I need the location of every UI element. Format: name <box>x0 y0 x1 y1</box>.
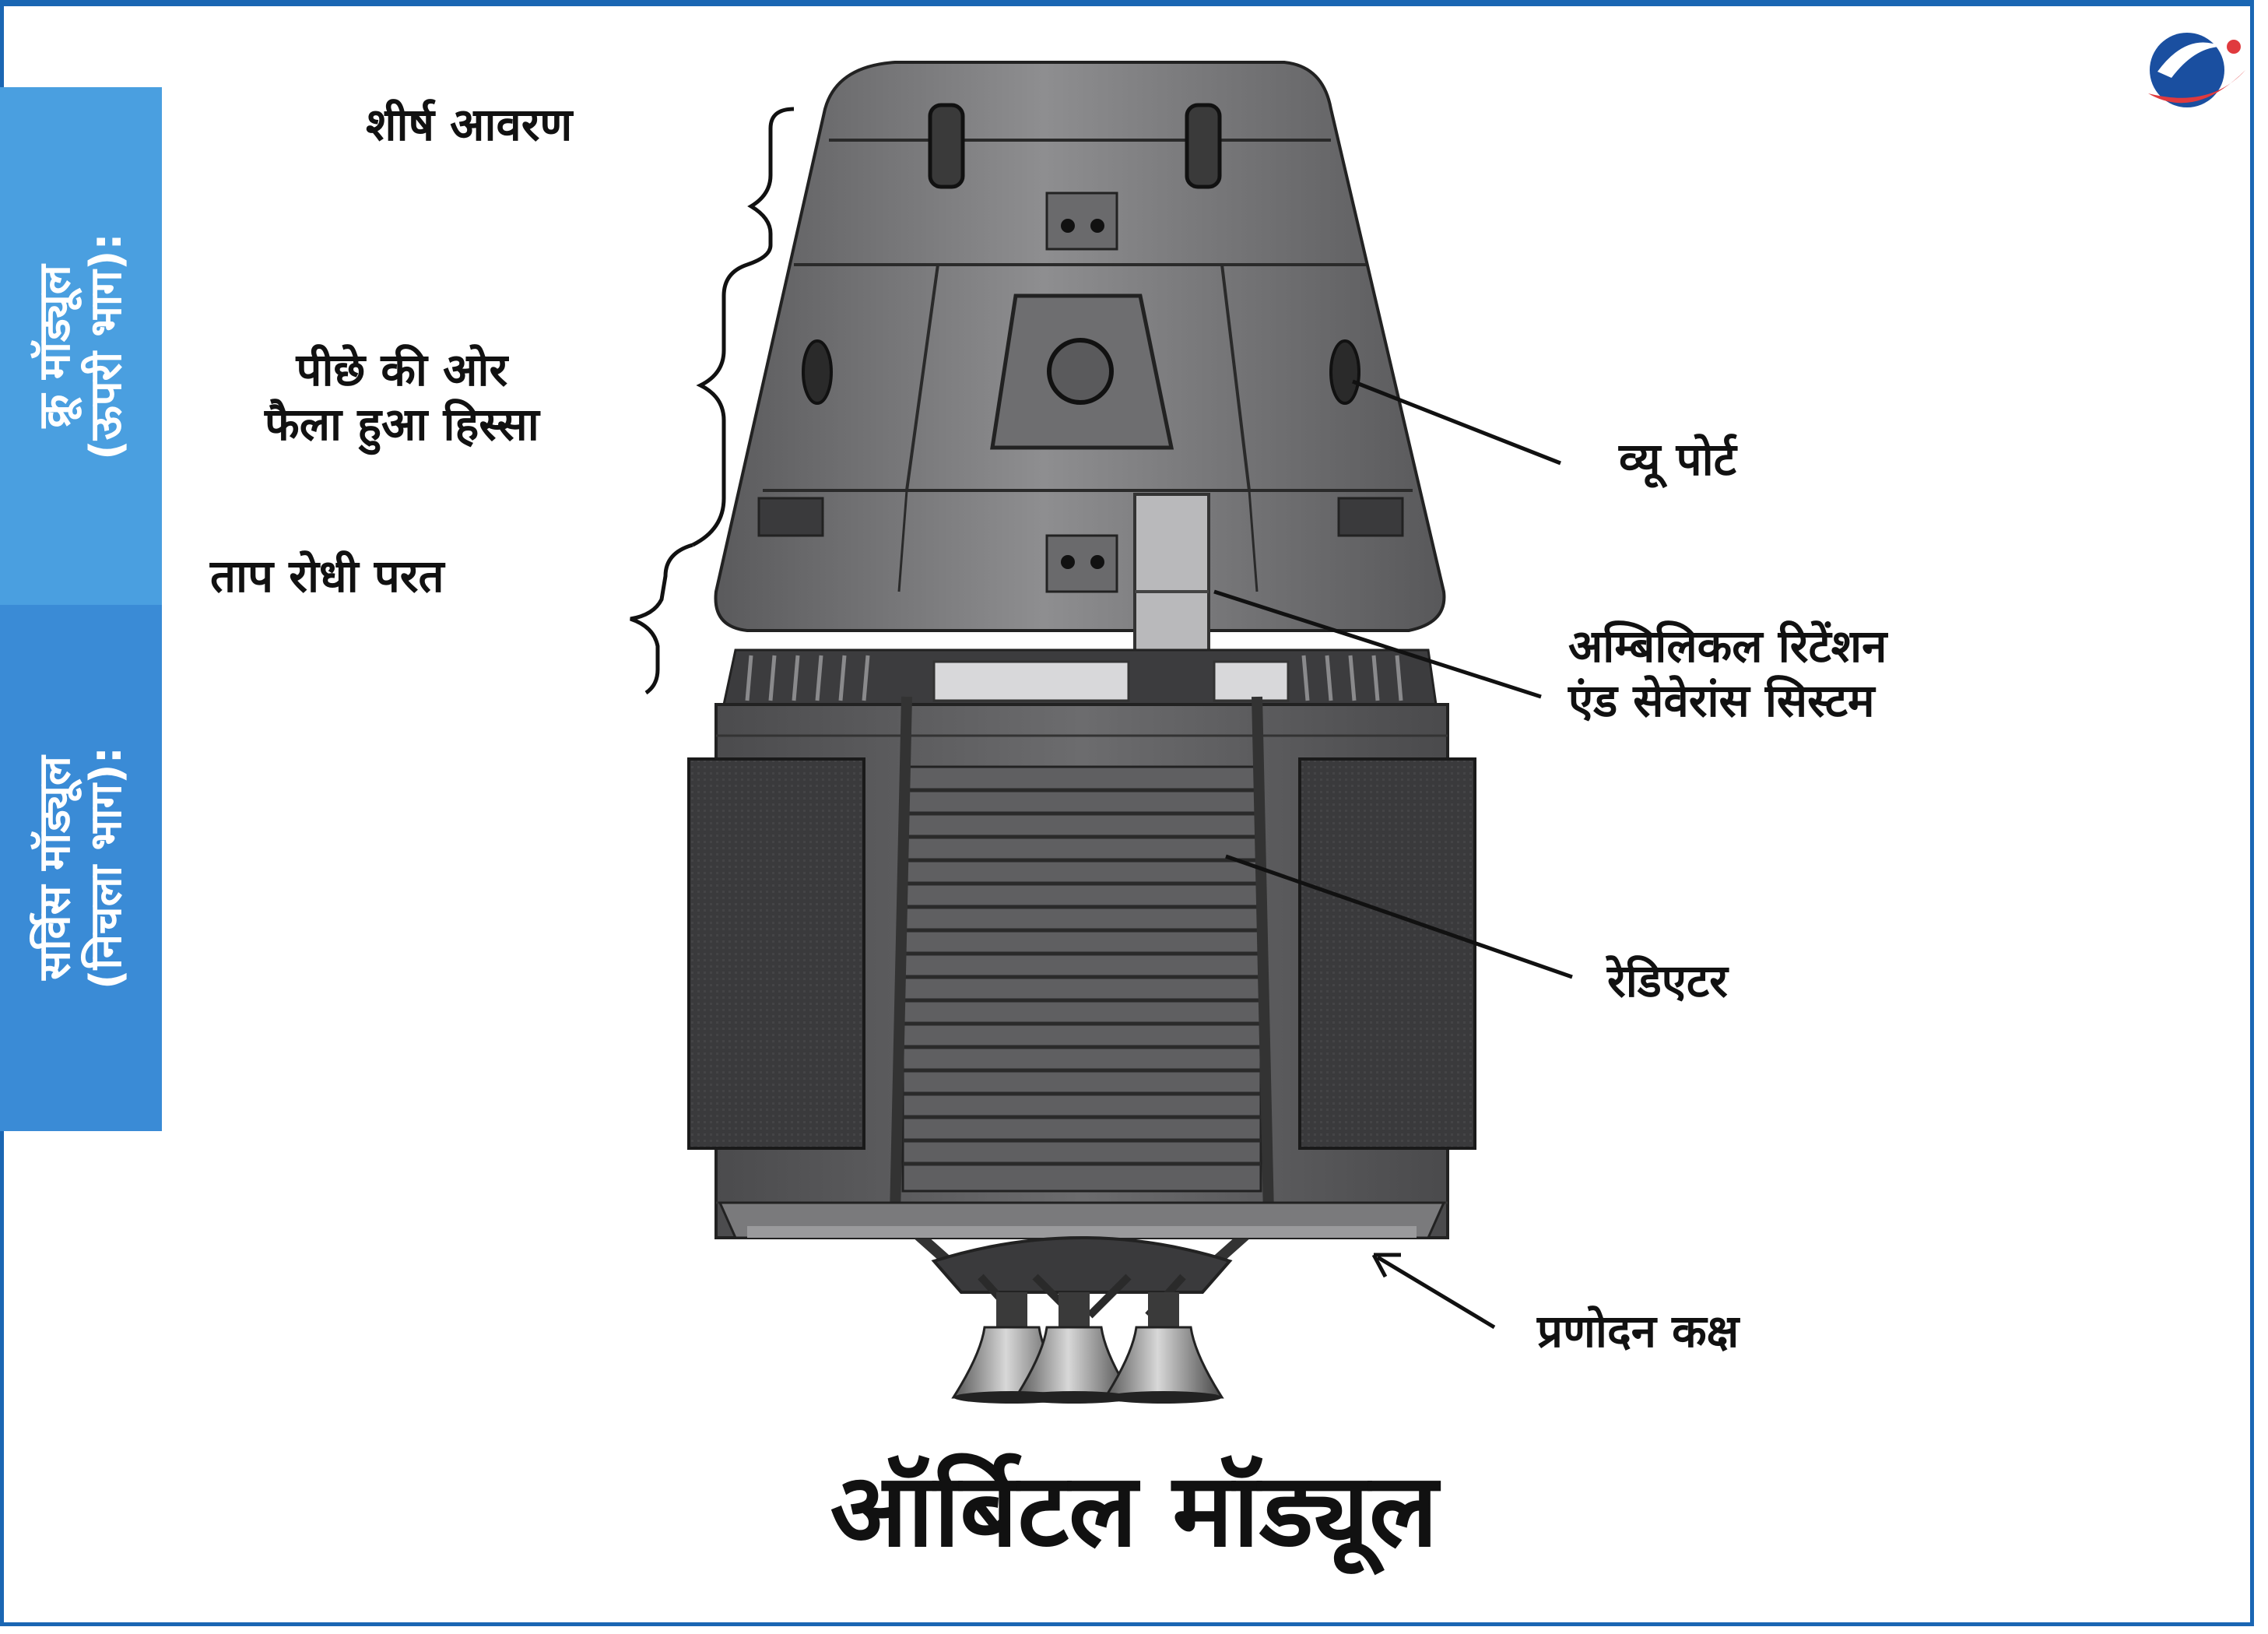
brace-back-shell <box>691 244 773 547</box>
side-panel-left <box>687 757 865 1150</box>
leader-umbilical <box>1213 589 1542 699</box>
leader-view-port <box>1352 379 1561 466</box>
brace-heat-shield <box>630 543 693 695</box>
service-module <box>687 648 1476 1404</box>
apex-window-right <box>1185 103 1222 189</box>
label-heat-shield: ताप रोधी परत <box>210 550 444 603</box>
label-apex-cover: शीर्ष आवरण <box>366 98 573 151</box>
label-propulsion-bay: प्रणोदन कक्ष <box>1537 1305 1740 1358</box>
side-panel-right <box>1298 757 1476 1150</box>
view-port-right <box>1329 339 1360 405</box>
leader-radiator <box>1225 854 1573 979</box>
diagram-title: ऑर्बिटल मॉड्यूल <box>830 1451 1438 1569</box>
crew-module <box>714 61 1446 776</box>
engine-nozzles <box>951 1292 1224 1404</box>
leader-propulsion <box>1376 1255 1496 1330</box>
label-back-shell: पीछे की ओर फैला हुआ हिस्सा <box>265 343 539 451</box>
label-view-port: व्यू पोर्ट <box>1619 433 1736 486</box>
crew-module-tab: क्रू मॉड्यूल (ऊपरी भाग): <box>0 87 162 605</box>
brace-apex <box>747 107 795 245</box>
label-radiator: रेडिएटर <box>1607 954 1728 1007</box>
globe-swoosh-logo-icon <box>2148 33 2245 107</box>
service-module-tab: सर्विस मॉड्यूल (निचला भाग): <box>0 605 162 1131</box>
view-port-left <box>802 339 833 405</box>
label-umbilical: अम्बिलिकल रिटेंशन एंड सेवेरांस सिस्टम <box>1568 620 1887 727</box>
apex-window-left <box>928 103 965 189</box>
arrow-head-icon <box>1371 1253 1401 1278</box>
